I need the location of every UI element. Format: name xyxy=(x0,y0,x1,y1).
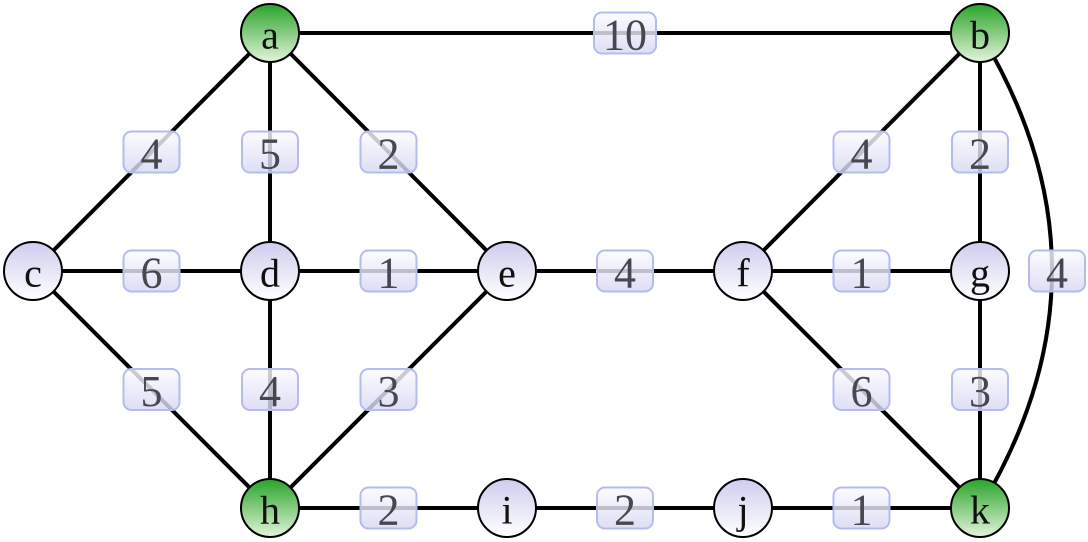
node-d: d xyxy=(240,241,300,301)
edge-f-g-label: 1 xyxy=(832,249,891,298)
edge-a-e-label: 2 xyxy=(359,130,418,179)
node-h: h xyxy=(240,478,300,538)
edge-i-j-label: 2 xyxy=(596,486,654,535)
edge-a-b-label: 10 xyxy=(593,11,657,60)
node-c: c xyxy=(3,241,63,301)
edge-c-h-label: 5 xyxy=(122,367,181,416)
node-label-d: d xyxy=(260,251,280,296)
node-circle-a xyxy=(240,3,300,63)
node-circle-f xyxy=(713,241,773,301)
edge-weight-i-j: 2 xyxy=(614,486,636,535)
edge-d-e-label: 1 xyxy=(359,249,418,298)
edge-e-h-label: 3 xyxy=(359,367,418,416)
node-e: e xyxy=(477,241,537,301)
node-circle-c xyxy=(3,241,63,301)
edge-weight-box xyxy=(359,249,418,293)
edge-weight-box xyxy=(241,368,299,411)
node-a: a xyxy=(240,3,300,63)
edge-weight-d-h: 4 xyxy=(259,367,281,416)
edge-e-f-label: 4 xyxy=(596,249,654,298)
edge-weight-box xyxy=(951,368,1009,411)
edge-weight-box xyxy=(596,486,654,530)
edge-weight-b-g: 2 xyxy=(969,130,991,179)
edge-weight-e-f: 4 xyxy=(614,249,636,298)
node-g: g xyxy=(950,241,1010,301)
nodes-layer: a b c d e f g h i j k xyxy=(3,3,1010,538)
node-circle-b xyxy=(950,3,1010,63)
node-b: b xyxy=(950,3,1010,63)
node-label-j: j xyxy=(735,488,748,533)
node-label-e: e xyxy=(498,251,516,296)
node-label-h: h xyxy=(260,488,280,533)
edges-layer xyxy=(31,31,1054,510)
edge-weight-f-g: 1 xyxy=(851,249,873,298)
edge-weight-box xyxy=(832,130,891,174)
edge-a-d-label: 5 xyxy=(241,130,299,179)
edge-weight-box xyxy=(832,368,891,411)
edge-weight-box xyxy=(832,486,891,530)
node-k: k xyxy=(950,478,1010,538)
edge-weight-box xyxy=(951,130,1009,174)
edge-j-k-label: 1 xyxy=(832,486,891,535)
node-circle-j xyxy=(713,478,773,538)
edge-weight-a-d: 5 xyxy=(259,130,281,179)
node-label-c: c xyxy=(24,251,42,296)
node-circle-k xyxy=(950,478,1010,538)
edge-weight-a-e: 2 xyxy=(378,130,400,179)
node-i: i xyxy=(477,478,537,538)
edge-f-k-label: 6 xyxy=(832,367,891,416)
edge-weight-j-k: 1 xyxy=(851,486,873,535)
node-circle-d xyxy=(240,241,300,301)
node-j: j xyxy=(713,478,773,538)
edge-weight-box xyxy=(122,368,181,411)
edge-a-c-label: 4 xyxy=(122,130,181,179)
edge-d-h-label: 4 xyxy=(241,367,299,416)
edge-weight-box xyxy=(359,368,418,411)
edge-labels-layer: 10 4 5 2 4 2 4 6 5 1 4 4 3 1 6 3 2 2 1 xyxy=(122,11,1086,535)
node-label-i: i xyxy=(501,488,512,533)
edge-g-k-label: 3 xyxy=(951,367,1009,416)
edge-weight-g-k: 3 xyxy=(969,367,991,416)
edge-h-i-label: 2 xyxy=(359,486,418,535)
node-label-a: a xyxy=(261,13,279,58)
edge-weight-h-i: 2 xyxy=(378,486,400,535)
node-circle-g xyxy=(950,241,1010,301)
edge-weight-c-d: 6 xyxy=(141,249,163,298)
node-label-b: b xyxy=(970,13,990,58)
node-label-g: g xyxy=(970,251,990,296)
edge-weight-box xyxy=(122,130,181,174)
edge-weight-box xyxy=(122,249,181,293)
edge-weight-box xyxy=(359,130,418,174)
edge-weight-f-k: 6 xyxy=(851,367,873,416)
edge-weight-d-e: 1 xyxy=(378,249,400,298)
edge-weight-box xyxy=(241,130,299,174)
edge-weight-box xyxy=(593,11,657,55)
edge-b-g-label: 2 xyxy=(951,130,1009,179)
edge-weight-c-h: 5 xyxy=(141,367,163,416)
edge-weight-a-b: 10 xyxy=(603,11,647,60)
node-f: f xyxy=(713,241,773,301)
node-label-k: k xyxy=(970,488,990,533)
node-circle-i xyxy=(477,478,537,538)
edge-weight-box xyxy=(832,249,891,293)
edge-weight-b-f: 4 xyxy=(851,130,873,179)
edge-weight-box xyxy=(1028,249,1086,293)
edge-b-f-label: 4 xyxy=(832,130,891,179)
edge-weight-e-h: 3 xyxy=(378,367,400,416)
edge-weight-a-c: 4 xyxy=(141,130,163,179)
node-label-f: f xyxy=(736,251,750,296)
edge-c-d-label: 6 xyxy=(122,249,181,298)
node-circle-h xyxy=(240,478,300,538)
edge-b-k-label: 4 xyxy=(1028,249,1086,298)
edge-weight-box xyxy=(359,486,418,530)
edge-weight-b-k: 4 xyxy=(1046,249,1068,298)
edge-weight-box xyxy=(596,249,654,293)
node-circle-e xyxy=(477,241,537,301)
